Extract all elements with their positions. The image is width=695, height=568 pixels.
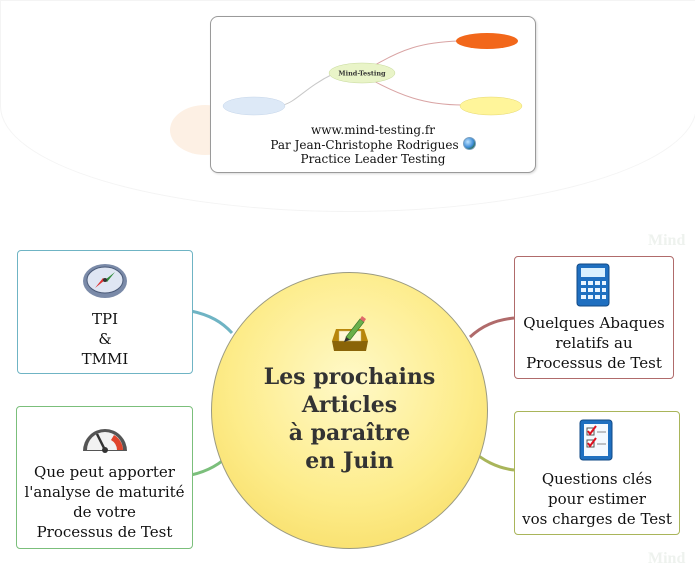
node-text-line: pour estimer	[548, 490, 646, 508]
connector-tpi	[190, 309, 234, 335]
mindmap-thumbnail: Mind-Testing	[222, 33, 523, 116]
branch-node-maturity[interactable]: Que peut apporter l'analyse de maturité …	[16, 406, 193, 549]
node-text-line: Que peut apporter	[34, 463, 175, 481]
header-role: Practice Leader Testing	[300, 152, 446, 166]
node-text-line: Questions clés	[541, 470, 653, 488]
header-url[interactable]: www.mind-testing.fr	[310, 123, 436, 137]
node-text-line: de votre	[73, 503, 136, 521]
branch-node-questions[interactable]: Questions clés pour estimer vos charges …	[514, 411, 680, 535]
author-name: Par Jean-Christophe Rodrigues	[270, 138, 459, 152]
central-title-line: Articles	[301, 392, 398, 418]
node-text-line: Quelques Abaques	[523, 314, 665, 332]
node-text-line: TPI	[91, 310, 119, 328]
node-text-line: vos charges de Test	[522, 510, 672, 528]
central-title-line: en Juin	[305, 448, 394, 474]
connector-abaques	[468, 316, 515, 339]
background-watermark: Mind	[648, 550, 686, 567]
central-title-line: à paraître	[288, 420, 411, 446]
checklist-icon	[579, 419, 613, 461]
calculator-icon	[576, 263, 610, 307]
globe-icon	[462, 137, 476, 150]
central-topic[interactable]: Les prochains Articles à paraître en Jui…	[211, 272, 488, 549]
node-text-line: TMMI	[81, 350, 129, 368]
header-card: Mind-Testing www.mind-testing.fr Par Jea…	[210, 16, 536, 173]
thumbnail-node	[222, 96, 286, 116]
header-author: Par Jean-Christophe Rodrigues	[211, 137, 535, 152]
compass-icon	[83, 264, 127, 298]
edit-notepad-icon	[332, 316, 368, 351]
thumbnail-node	[459, 96, 523, 116]
branch-node-tpi[interactable]: TPI & TMMI	[17, 250, 193, 374]
node-text-line: relatifs au	[555, 334, 633, 352]
node-text-line: Processus de Test	[36, 523, 173, 541]
background-watermark: Mind	[648, 232, 686, 249]
central-title-line: Les prochains	[263, 364, 436, 390]
node-text-line: &	[98, 330, 112, 348]
thumbnail-center-label: Mind-Testing	[338, 70, 386, 78]
node-text-line: Processus de Test	[526, 354, 662, 372]
branch-node-abaques[interactable]: Quelques Abaques relatifs au Processus d…	[514, 256, 674, 379]
gauge-icon	[83, 429, 127, 453]
node-text-line: l'analyse de maturité	[24, 483, 185, 501]
thumbnail-center-node	[328, 62, 396, 84]
central-title: Les prochains Articles à paraître en Jui…	[212, 363, 487, 475]
thumbnail-node	[456, 33, 518, 49]
